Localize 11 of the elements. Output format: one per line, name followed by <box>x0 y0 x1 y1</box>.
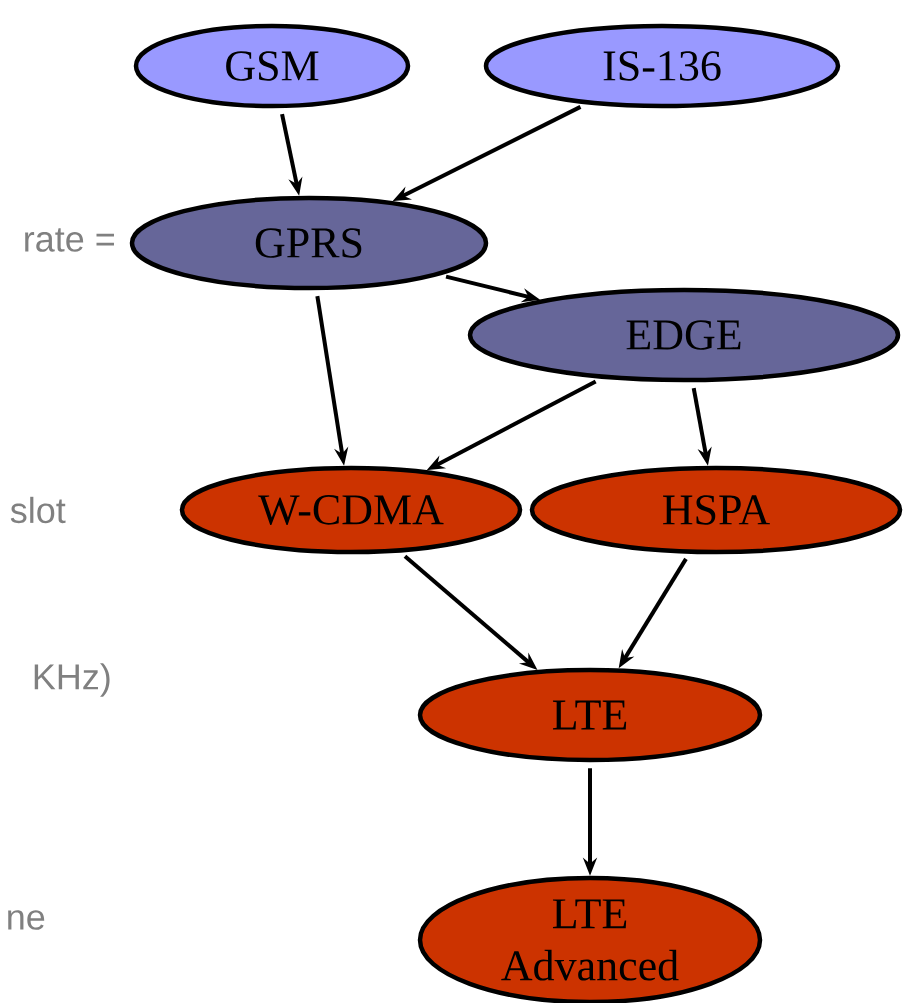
ellipse-node: EDGE <box>467 287 901 383</box>
ellipse-node: GPRS <box>129 195 489 291</box>
ellipse-node: HSPA <box>529 465 903 555</box>
ellipse-node: LTE <box>417 667 763 763</box>
ellipse-node: GSM <box>133 23 411 109</box>
ellipse-node: IS-136 <box>483 23 841 109</box>
ellipse-node: W-CDMA <box>179 465 523 555</box>
text-fragment: ne <box>8 910 45 930</box>
text-fragment: KHz) <box>34 663 110 697</box>
ellipse-node: LTE Advanced <box>417 875 763 1003</box>
text-fragment: slot <box>10 496 66 524</box>
